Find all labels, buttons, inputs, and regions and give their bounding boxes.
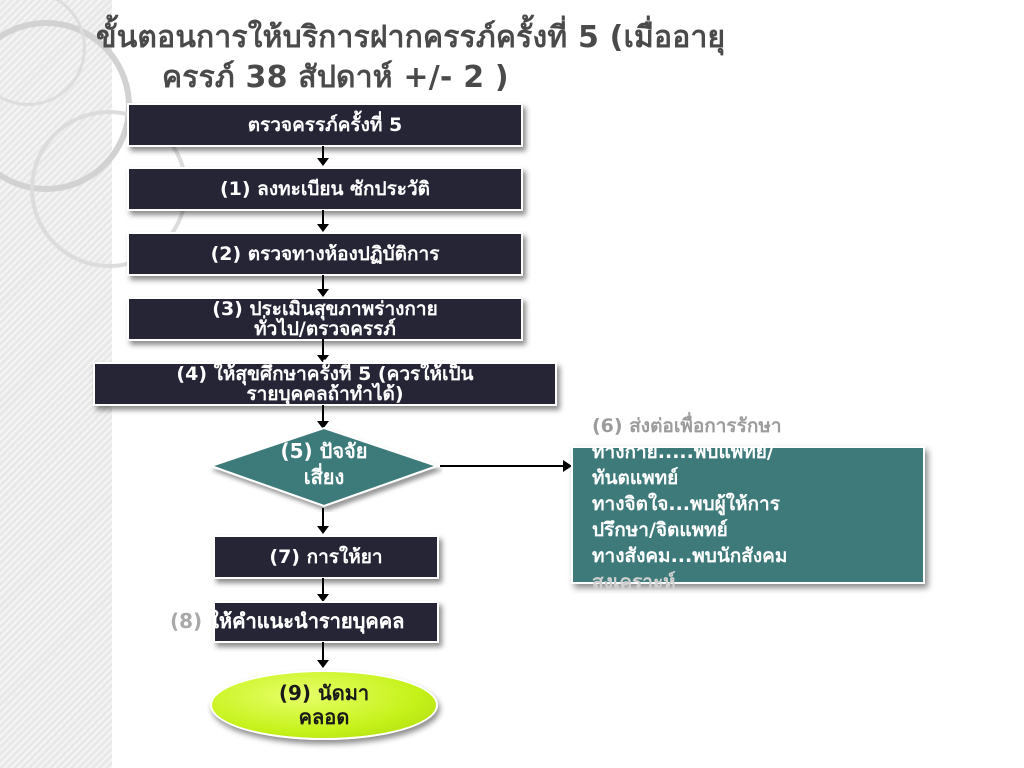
step-6-line-2: ทันตแพทย์ bbox=[592, 467, 679, 489]
arrow-down bbox=[317, 578, 329, 602]
step-8-box bbox=[213, 601, 439, 643]
step-6-line-3: ทางจิตใจ...พบผู้ให้การ bbox=[592, 493, 780, 515]
step-9-label-line-1: (9) นัดมา bbox=[278, 681, 370, 705]
step-4-label-line-2: รายบุคคลถ้าทำได้) bbox=[246, 383, 404, 405]
step-7-label: (7) การให้ยา bbox=[269, 546, 383, 568]
step-6-line-6: สงเคราะห์ bbox=[592, 571, 676, 593]
arrow-down bbox=[317, 146, 329, 166]
step-6-referral-box bbox=[571, 446, 925, 584]
step-6-line-4: ปรึกษา/จิตแพทย์ bbox=[592, 519, 728, 541]
arrow-down bbox=[317, 508, 329, 534]
arrow-right bbox=[440, 460, 572, 472]
step-9-end-oval: (9) นัดมา คลอด bbox=[210, 670, 438, 740]
step-1-label: (1) ลงทะเบียน ซักประวัติ bbox=[219, 178, 431, 200]
title-line-2: ครรภ์ 38 สัปดาห์ +/- 2 ) bbox=[162, 60, 509, 95]
step-8-label-body: ให้คำแนะนำรายบุคคล bbox=[202, 609, 405, 633]
step-5-label: (5) ปัจจัย เสี่ยง bbox=[245, 438, 403, 490]
step-1-box: (1) ลงทะเบียน ซักประวัติ bbox=[127, 167, 523, 211]
step-8-label-prefix: (8) bbox=[170, 609, 203, 633]
arrow-down bbox=[317, 642, 329, 668]
step-6-line-1: ทางกาย.....พบแพทย์/ bbox=[592, 441, 774, 463]
step-8-label: (8) ให้คำแนะนำรายบุคคล bbox=[170, 605, 404, 637]
step-start-box: ตรวจครรภ์ครั้งที่ 5 bbox=[127, 103, 523, 147]
title-line-1: ขั้นตอนการให้บริการฝากครรภ์ครั้งที่ 5 (เ… bbox=[96, 20, 726, 55]
step-4-box: (4) ให้สุขศึกษาครั้งที่ 5 (ควรให้เป็น รา… bbox=[93, 362, 557, 406]
step-2-box: (2) ตรวจทางห้องปฏิบัติการ bbox=[127, 232, 523, 276]
arrow-down bbox=[317, 210, 329, 232]
step-6-heading: (6) ส่งต่อเพื่อการรักษา bbox=[592, 415, 782, 437]
arrow-down bbox=[317, 405, 329, 429]
step-5-label-line-1: (5) ปัจจัย bbox=[280, 439, 368, 463]
step-6-referral-text: (6) ส่งต่อเพื่อการรักษา ทางกาย.....พบแพท… bbox=[592, 413, 912, 595]
step-3-box: (3) ประเมินสุขภาพร่างกาย ทั่วไป/ตรวจครรภ… bbox=[127, 297, 523, 341]
step-7-box: (7) การให้ยา bbox=[213, 535, 439, 579]
step-3-label-line-1: (3) ประเมินสุขภาพร่างกาย bbox=[212, 298, 438, 320]
step-start-label: ตรวจครรภ์ครั้งที่ 5 bbox=[247, 114, 403, 136]
slide-title: ขั้นตอนการให้บริการฝากครรภ์ครั้งที่ 5 (เ… bbox=[96, 18, 956, 98]
arrow-down bbox=[317, 339, 329, 363]
step-4-label-line-1: (4) ให้สุขศึกษาครั้งที่ 5 (ควรให้เป็น bbox=[176, 363, 474, 385]
step-5-diamond bbox=[207, 426, 441, 508]
step-2-label: (2) ตรวจทางห้องปฏิบัติการ bbox=[210, 243, 440, 265]
step-9-label-line-2: คลอด bbox=[298, 705, 350, 729]
step-5-label-line-2: เสี่ยง bbox=[303, 465, 345, 489]
arrow-down bbox=[317, 275, 329, 297]
step-6-line-5: ทางสังคม...พบนักสังคม bbox=[592, 545, 788, 567]
step-3-label-line-2: ทั่วไป/ตรวจครรภ์ bbox=[254, 318, 396, 340]
